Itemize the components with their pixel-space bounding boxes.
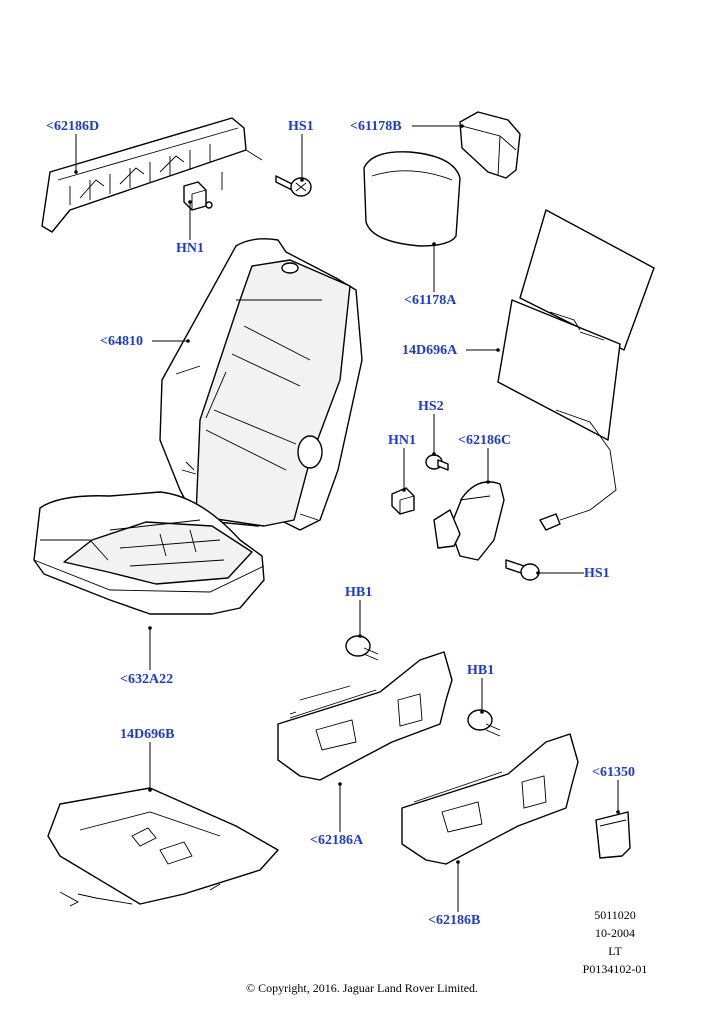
callout-HS2[interactable]: HS2 <box>418 399 444 414</box>
part-64810-seat-back[interactable] <box>159 238 363 531</box>
callout-HB1-right[interactable]: HB1 <box>467 663 495 678</box>
callout-61178B[interactable]: <61178B <box>350 119 402 134</box>
part-632A22-seat-cushion[interactable] <box>33 491 265 615</box>
callout-HN1-mid[interactable]: HN1 <box>388 433 416 448</box>
part-HS1-screw-top[interactable] <box>275 175 312 197</box>
part-HS2-screw[interactable] <box>425 454 449 471</box>
callout-632A22[interactable]: <632A22 <box>120 672 174 687</box>
part-14D696A-heater-mat-back[interactable] <box>497 209 655 531</box>
callout-62186C[interactable]: <62186C <box>458 433 512 448</box>
callout-61350[interactable]: <61350 <box>592 765 635 780</box>
leader-lines <box>74 124 620 912</box>
diagram-reference: P0134102-01 <box>582 962 648 976</box>
diagram-region: LT <box>608 944 622 958</box>
part-HN1-nut-mid[interactable] <box>391 487 415 515</box>
part-HB1-bush-left[interactable] <box>345 635 379 661</box>
callout-HN1-top[interactable]: HN1 <box>176 241 204 256</box>
callout-14D696A[interactable]: 14D696A <box>402 343 458 358</box>
callout-14D696B[interactable]: 14D696B <box>120 727 175 742</box>
callout-HS1-top[interactable]: HS1 <box>288 119 314 134</box>
part-HB1-bush-right[interactable] <box>467 709 501 737</box>
part-62186D-trim-strip[interactable] <box>41 117 263 233</box>
part-HS1-screw-mid[interactable] <box>505 559 540 581</box>
part-14D696B-heater-mat-cushion[interactable] <box>47 787 279 907</box>
callout-HB1-left[interactable]: HB1 <box>345 585 373 600</box>
part-62186B-side-valance[interactable] <box>401 733 579 865</box>
part-HN1-nut-top[interactable] <box>183 181 213 211</box>
part-61178A-headrest[interactable] <box>363 151 461 247</box>
part-61350-cover[interactable] <box>595 811 631 859</box>
part-62186A-side-valance[interactable] <box>277 651 453 781</box>
callout-62186B[interactable]: <62186B <box>428 913 481 928</box>
part-61178B-headrest-guide[interactable] <box>459 111 521 179</box>
callout-62186D[interactable]: <62186D <box>46 119 100 134</box>
callout-64810[interactable]: <64810 <box>100 334 143 349</box>
callout-62186A[interactable]: <62186A <box>310 833 364 848</box>
copyright-notice: © Copyright, 2016. Jaguar Land Rover Lim… <box>245 981 479 995</box>
callout-HS1-mid[interactable]: HS1 <box>584 566 610 581</box>
part-62186C-trim-bracket[interactable] <box>433 481 505 561</box>
diagram-date: 10-2004 <box>595 926 635 940</box>
callout-61178A[interactable]: <61178A <box>404 293 457 308</box>
diagram-code: 5011020 <box>594 908 636 922</box>
